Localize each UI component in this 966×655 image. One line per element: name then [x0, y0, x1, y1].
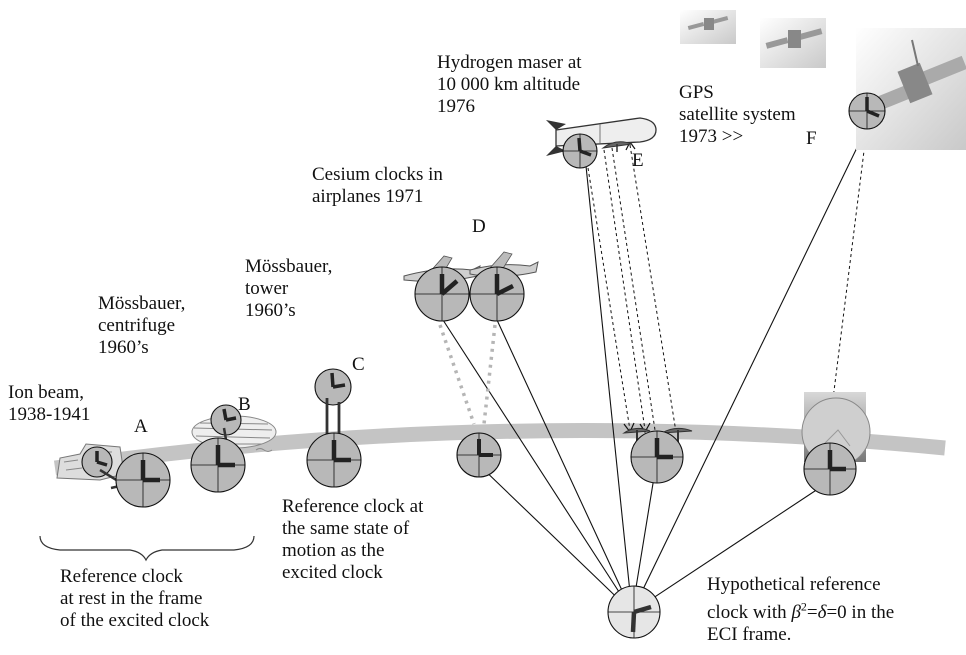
- clock-a-small: [81, 446, 113, 478]
- clock-d-1: [414, 266, 470, 322]
- marker-a: A: [134, 416, 148, 437]
- connection-lines: [442, 126, 868, 613]
- marker-f: F: [806, 128, 817, 149]
- satellite-image-large: [856, 28, 966, 150]
- label-ref-same: Reference clock at the same state of mot…: [282, 496, 424, 583]
- label-gps: GPS satellite system 1973 >>: [679, 82, 796, 147]
- hypo-line-3: ECI frame.: [707, 624, 792, 646]
- satellite-thumb-medium: [760, 18, 826, 68]
- equals-2: =0 in the: [826, 602, 895, 624]
- clock-e-ground: [630, 430, 684, 484]
- label-tower: Mössbauer, tower 1960’s: [245, 256, 333, 321]
- equals-1: =: [806, 602, 818, 624]
- clock-d-2: [469, 266, 525, 322]
- label-centrifuge: Mössbauer, centrifuge 1960’s: [98, 293, 186, 358]
- signal-lines: [587, 134, 867, 456]
- signal-arrowheads: [623, 140, 651, 434]
- label-ref-rest: Reference clock at rest in the frame of …: [60, 566, 210, 631]
- hypo-prefix: clock with: [707, 602, 792, 624]
- beta-superscript: 2: [800, 600, 807, 614]
- hypothetical-clock: [607, 585, 661, 639]
- bracket: [39, 535, 255, 562]
- hypo-line-2: clock with β2=δ=0 in the: [707, 600, 895, 624]
- clock-b-small: [210, 404, 242, 436]
- antenna-e-icon: [601, 141, 633, 152]
- marker-b: B: [238, 394, 251, 415]
- clock-c: [306, 432, 362, 488]
- clock-e: [562, 133, 598, 169]
- label-ion-beam: Ion beam, 1938-1941: [8, 382, 91, 425]
- clock-a: [115, 452, 171, 508]
- hypo-line-1: Hypothetical reference: [707, 574, 881, 595]
- delta-symbol: δ: [817, 602, 827, 624]
- clock-d-ground: [456, 432, 502, 478]
- marker-c: C: [352, 354, 365, 375]
- marker-e: E: [632, 150, 644, 171]
- label-airplanes: Cesium clocks in airplanes 1971: [312, 164, 443, 207]
- label-hypothetical: Hypothetical reference clock with β2=δ=0…: [707, 574, 947, 646]
- clock-b: [190, 437, 246, 493]
- beta-symbol: β: [791, 602, 801, 624]
- label-maser: Hydrogen maser at 10 000 km altitude 197…: [437, 52, 582, 117]
- marker-d: D: [472, 216, 486, 237]
- ground-antenna-icon-2: [661, 427, 693, 442]
- airplane-tracks: [438, 324, 497, 425]
- satellite-thumb-small: [680, 10, 736, 44]
- clock-f-ground: [803, 442, 857, 496]
- clock-f: [848, 92, 886, 130]
- clock-c-top: [314, 368, 352, 406]
